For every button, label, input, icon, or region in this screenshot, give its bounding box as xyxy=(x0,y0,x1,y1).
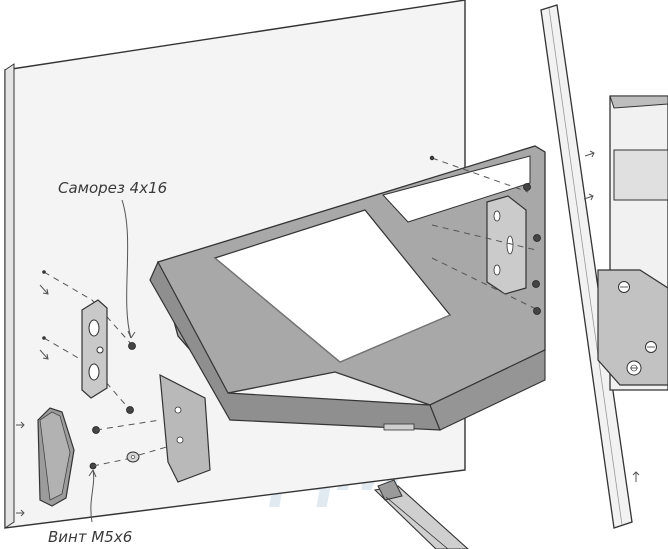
right-screws xyxy=(429,155,541,315)
runner-rail xyxy=(373,479,469,549)
left-direction-arrows xyxy=(39,284,49,360)
end-cap xyxy=(37,407,75,507)
pull-out-frame xyxy=(149,145,546,431)
label-leaders xyxy=(88,199,136,523)
right-mounting-bracket xyxy=(486,195,527,295)
screw-label: Саморез 4х16 xyxy=(58,179,167,197)
right-screw-guides xyxy=(431,157,539,311)
left-mounting-plate xyxy=(81,299,108,399)
left-pilot-dots xyxy=(42,270,46,340)
panel-edge-arrows xyxy=(16,421,25,517)
washer xyxy=(126,451,140,463)
cabinet-body-right xyxy=(597,95,668,391)
bolt-guides xyxy=(92,419,171,467)
bolt-label: Винт М5х6 xyxy=(48,528,132,546)
frame-side-bracket xyxy=(159,373,211,483)
right-direction-arrows xyxy=(583,150,640,482)
cabinet-front-panel xyxy=(540,4,633,529)
